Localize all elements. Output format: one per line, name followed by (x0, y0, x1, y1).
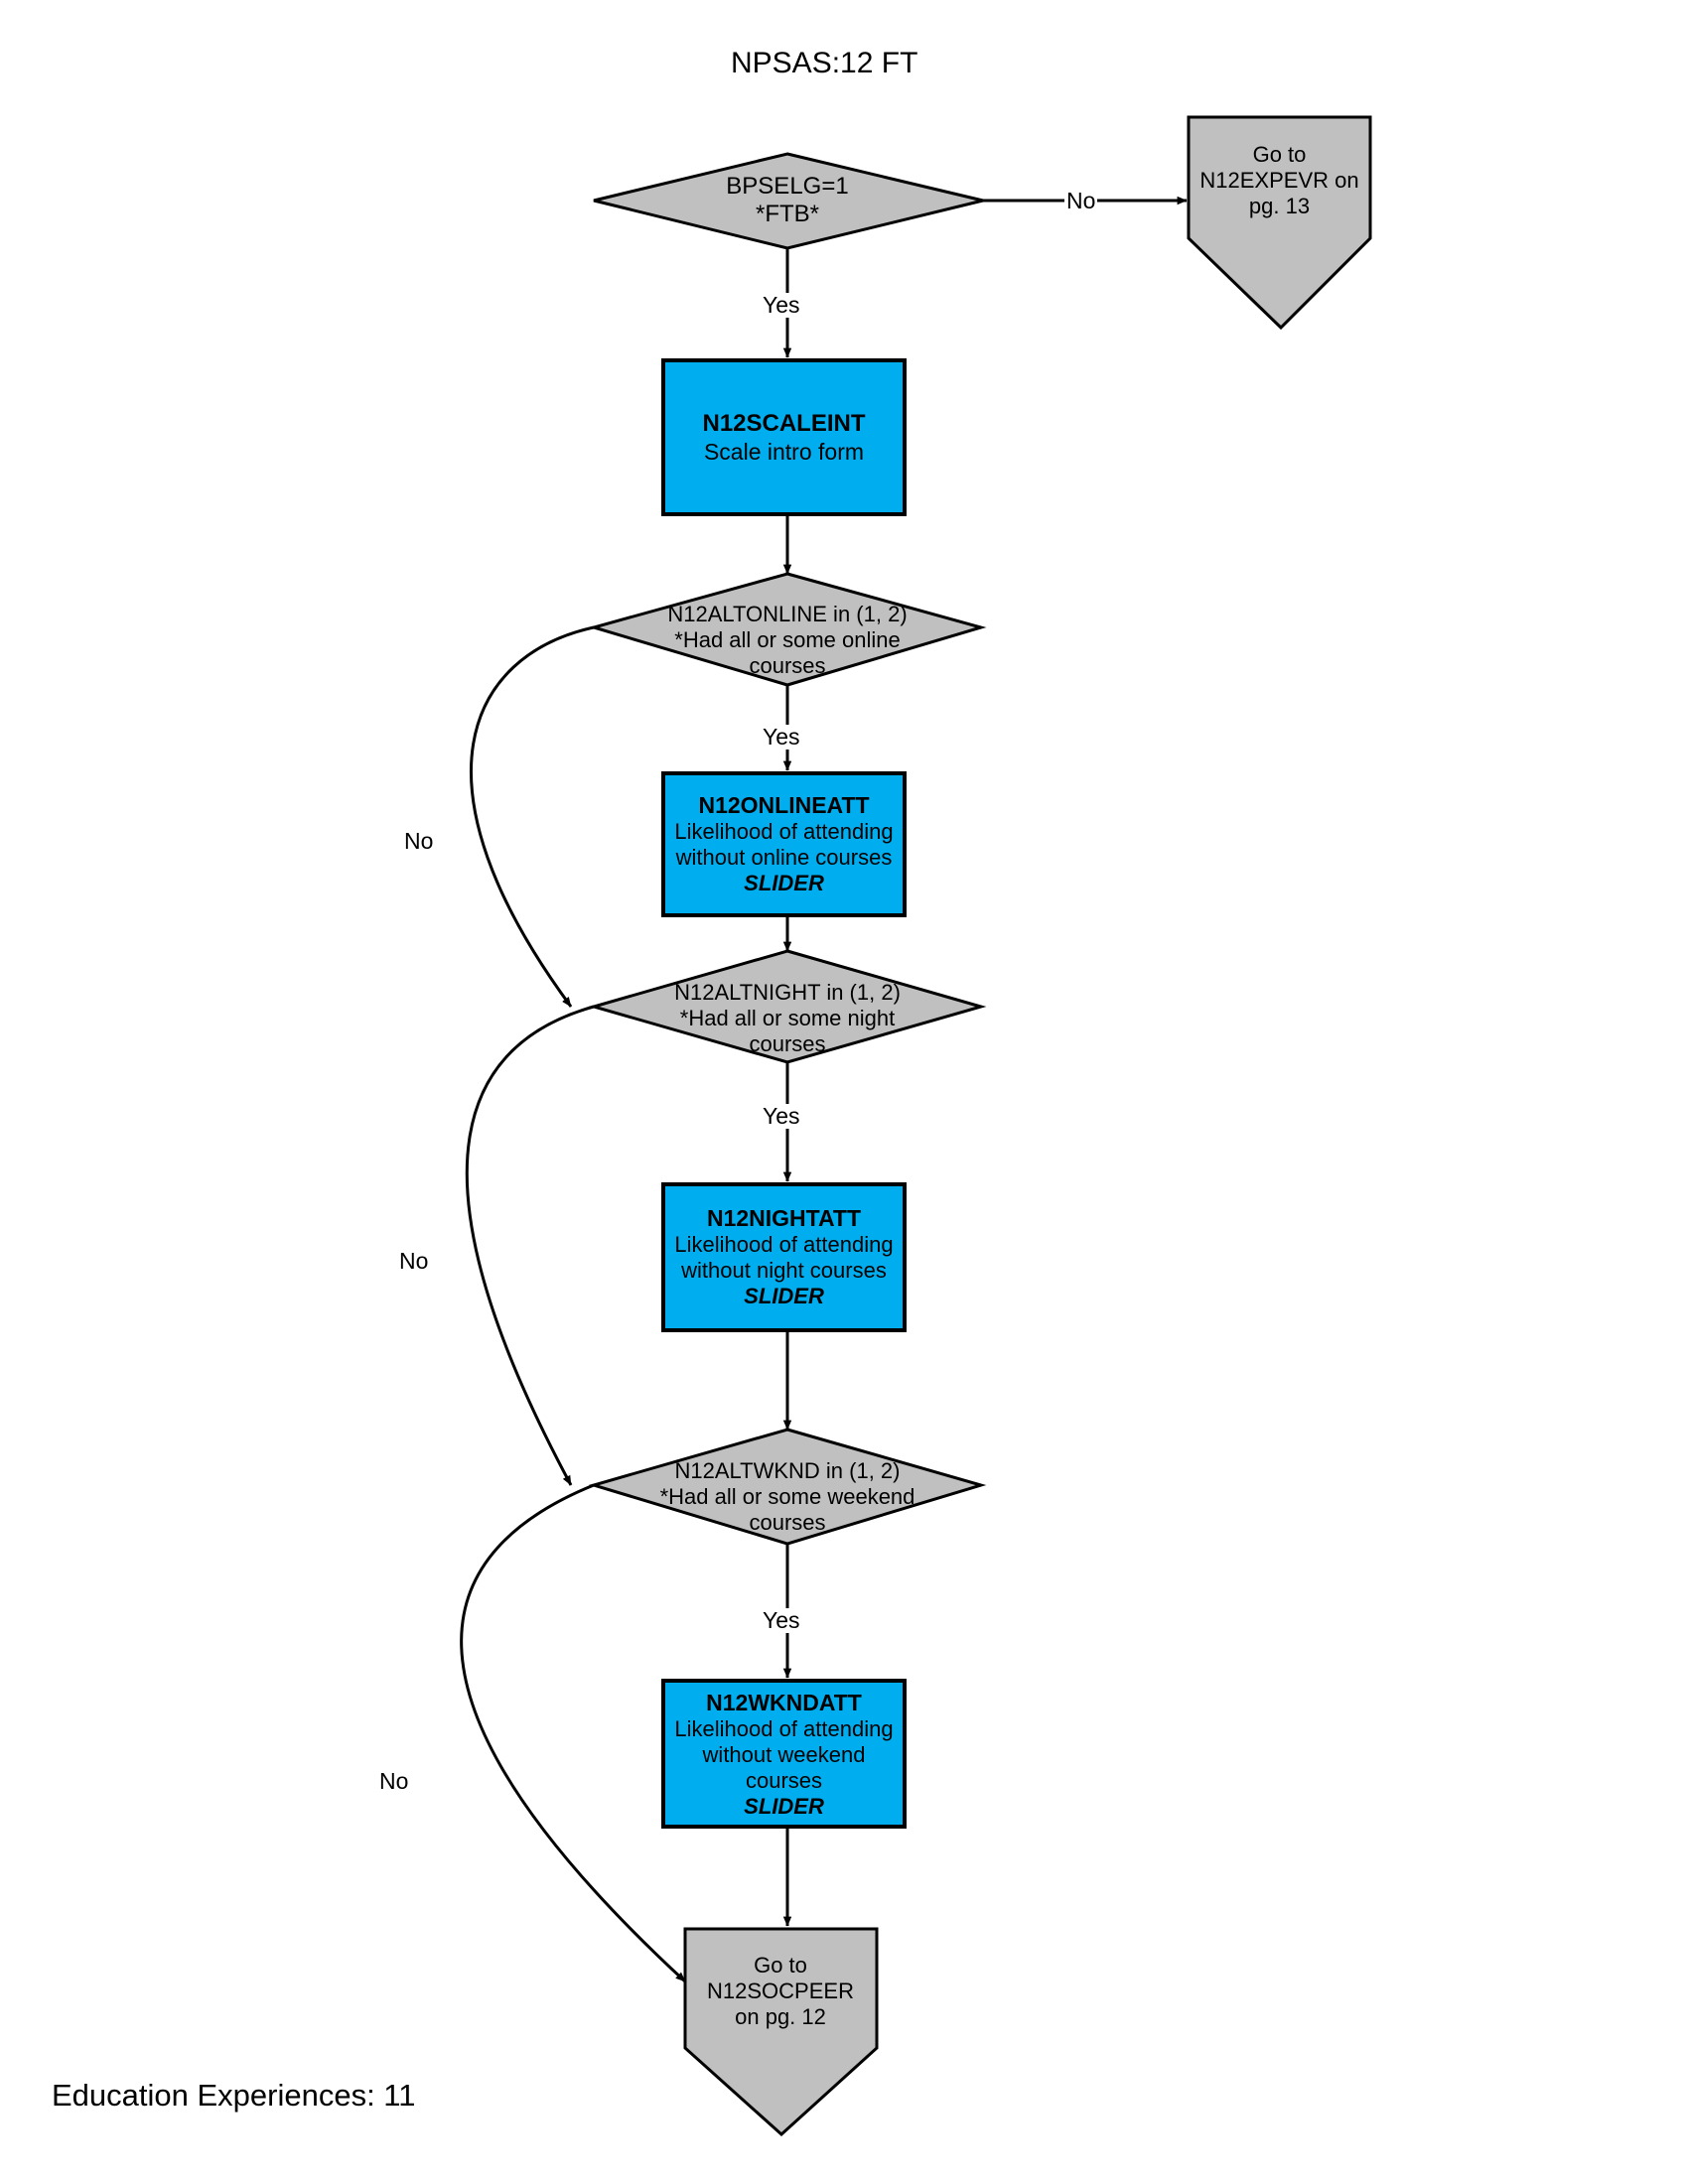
page-footer: Education Experiences: 11 (52, 2078, 416, 2113)
process-n12wkndatt[interactable] (661, 1679, 907, 1829)
process-n12onlineatt[interactable] (661, 771, 907, 917)
edge-label-bpselg-yes: Yes (761, 292, 802, 318)
edge-altonline-no (470, 625, 595, 1008)
edge-label-altwknd-yes: Yes (761, 1607, 802, 1633)
offpage-goto-expevr[interactable] (1187, 115, 1372, 331)
diagram-title: NPSAS:12 FT (731, 47, 918, 79)
offpage-goto-socpeer[interactable] (683, 1927, 879, 2137)
edge-altnight-no (465, 1005, 595, 1486)
edge-label-altonline-no: No (402, 828, 436, 854)
decision-n12altonline[interactable] (588, 572, 987, 687)
edge-altwknd-no (460, 1483, 687, 1983)
process-n12scaleint[interactable] (661, 358, 907, 516)
edge-label-altnight-yes: Yes (761, 1103, 802, 1129)
edge-label-bpselg-no: No (1064, 188, 1098, 213)
decision-n12altnight[interactable] (588, 949, 987, 1064)
decision-n12altwknd[interactable] (588, 1428, 987, 1546)
edge-label-altwknd-no: No (377, 1768, 411, 1794)
edge-label-altonline-yes: Yes (761, 724, 802, 750)
edge-label-altnight-no: No (397, 1248, 431, 1274)
process-n12nightatt[interactable] (661, 1182, 907, 1332)
decision-bpselg[interactable] (593, 152, 984, 250)
